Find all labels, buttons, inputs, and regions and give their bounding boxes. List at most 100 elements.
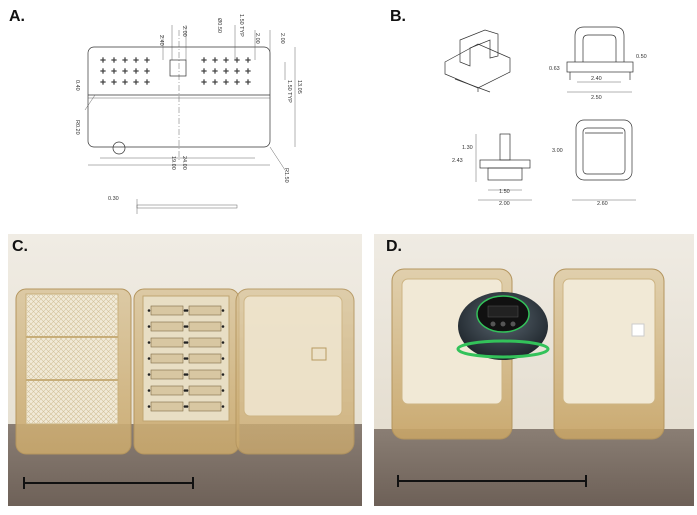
hole [213,80,217,84]
hole [235,80,239,84]
hole [224,80,228,84]
dim-2-00-a: 2.00 [254,33,260,44]
hole-mark [223,68,229,74]
hole-mark [122,68,128,74]
dim-2-40: 2.40 [158,35,164,46]
hole-mark [201,79,207,85]
container-2-with-lid [133,288,240,455]
hole [246,69,250,73]
hole-mark [223,79,229,85]
dim-24-00: 24.00 [181,156,187,170]
lid-slot [150,385,184,396]
square-port [169,59,187,77]
hole-mark [245,68,251,74]
hole-mark [122,79,128,85]
hole-mark [133,57,139,63]
hole-mark [201,68,207,74]
panel-c-photo [8,234,362,506]
hole-mark [245,57,251,63]
panel-a-label: A. [9,8,25,25]
lid-slot [188,369,222,380]
lid-slot [150,401,184,412]
lid-dot [183,405,187,408]
dim-2-00-top: 2.00 [181,26,187,37]
dim-2-00-b: 2.00 [279,33,285,44]
hole-mark [212,57,218,63]
dim-0-30: 0.30 [108,196,119,202]
hole-mark [133,68,139,74]
dim-b-3-00: 3.00 [552,148,563,154]
dim-r0-20: R0.20 [74,120,80,135]
lid-dot [221,373,225,376]
lid-dot [147,325,151,328]
hole-mark [111,68,117,74]
lid-slot [188,353,222,364]
hole [101,58,105,62]
hole [235,58,239,62]
dim-b-2-50: 2.50 [591,95,602,101]
hole-mark [111,57,117,63]
hole-mark [234,68,240,74]
hole [101,69,105,73]
dim-b-2-60: 2.60 [597,201,608,207]
hole-mark [212,79,218,85]
dim-b-2-00: 2.00 [499,201,510,207]
hole-mark [144,57,150,63]
container-3-empty [235,288,355,455]
clip-front-view [566,26,634,80]
lid-dot [221,325,225,328]
hole-mark [223,57,229,63]
round-port [112,141,126,155]
dim-b-2-40: 2.40 [591,76,602,82]
lid-dot [221,357,225,360]
hole [134,58,138,62]
lid-dot [147,309,151,312]
dim-13-05: 13.05 [296,80,302,94]
hole [134,80,138,84]
hole [202,80,206,84]
clip-top-view [575,119,633,181]
dim-b-0-63: 0.63 [549,66,560,72]
lid-dot [185,341,189,344]
hole-grid-left [100,57,150,85]
hole [123,58,127,62]
dim-b-1-30: 1.30 [462,145,473,151]
lid-dot [185,309,189,312]
timer-device [456,292,550,360]
hole [134,69,138,73]
lid-slot [150,369,184,380]
hole-mark [100,68,106,74]
lid-dot [147,373,151,376]
lid-dot [221,405,225,408]
lid-dot [185,405,189,408]
hole-mark [245,79,251,85]
lid-slot [150,337,184,348]
hole [112,69,116,73]
lid-dot [183,341,187,344]
lid-slot [188,337,222,348]
lid-slot [188,401,222,412]
hole [213,58,217,62]
hole [202,58,206,62]
dim-b-0-50: 0.50 [636,54,647,60]
hole [145,80,149,84]
dim-b-1-50: 1.50 [499,189,510,195]
lid-dot [221,341,225,344]
hole [112,80,116,84]
hole-mark [144,79,150,85]
dim-0-40: 0.40 [74,80,80,91]
hole [246,80,250,84]
hole-mark [100,79,106,85]
lid-dot [185,357,189,360]
hole-mark [201,57,207,63]
lid-dot [183,309,187,312]
lid-dot [147,357,151,360]
hole [101,80,105,84]
container-right [553,268,665,440]
hole-grid-right [201,57,251,85]
clip-isometric [444,29,511,93]
hole [224,58,228,62]
hole-mark [133,79,139,85]
